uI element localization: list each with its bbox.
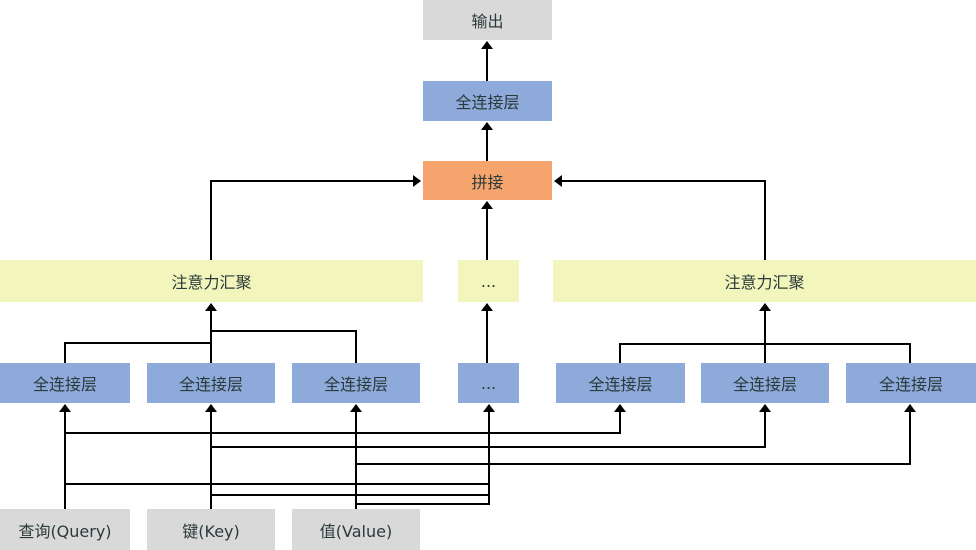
linear-query-h: 全连接层 [556,363,685,403]
linear-value-1: 全连接层 [292,363,420,403]
value-input: 值(Value) [292,509,420,550]
attention-pooling-1: 注意力汇聚 [0,260,423,302]
linear-query-1: 全连接层 [0,363,130,403]
attention-pooling-h: 注意力汇聚 [553,260,976,302]
output-box: 输出 [423,0,552,40]
query-input: 查询(Query) [0,509,130,550]
linear-key-h: 全连接层 [701,363,829,403]
attention-pooling-ellipsis: ... [458,260,519,302]
linear-key-1: 全连接层 [147,363,275,403]
key-input: 键(Key) [147,509,275,550]
final-linear-layer: 全连接层 [423,81,552,121]
linear-ellipsis: ... [458,363,519,403]
linear-value-h: 全连接层 [846,363,976,403]
concat-box: 拼接 [423,161,552,200]
